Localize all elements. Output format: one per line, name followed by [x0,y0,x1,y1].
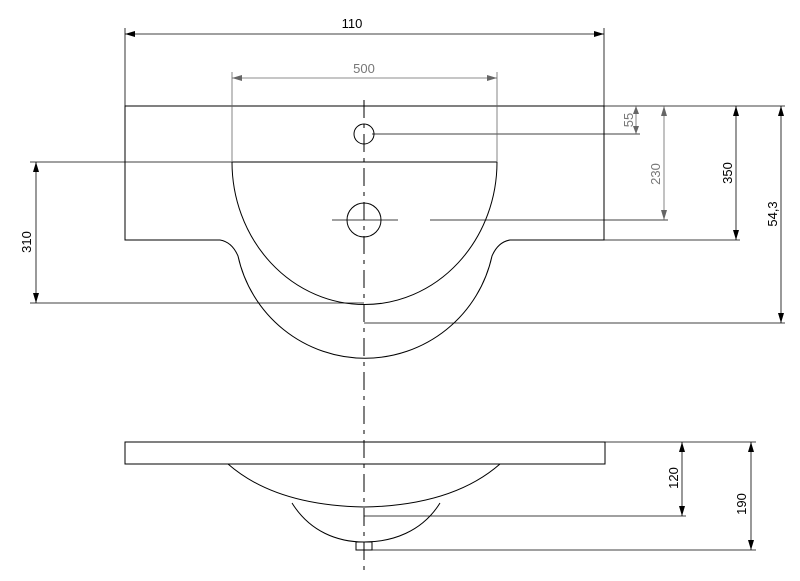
bowl-profile [227,463,501,508]
total-depth-label: 54,3 [765,201,780,226]
dim-basin-width: 500 [231,61,498,162]
dim-total-depth: 54,3 [765,106,784,323]
dim-bowl-depth: 310 [19,162,39,303]
top-view [30,105,785,359]
bowl-depth-label: 310 [19,231,34,253]
dim-overall-width: 110 [124,16,605,106]
dim-deck-depth: 350 [720,106,739,240]
dim-tap-offset: 55 [621,106,639,134]
bowl-height-label: 120 [666,467,681,489]
tap-offset-label: 55 [621,113,636,127]
dim-drain-offset: 230 [648,106,667,220]
drain-offset-label: 230 [648,163,663,185]
dim-bowl-height: 120 [666,442,685,516]
basin-outline [124,105,605,359]
total-height-label: 190 [734,493,749,515]
basin-width-label: 500 [353,61,375,76]
side-view [124,441,756,551]
overall-width-label: 110 [342,16,363,31]
drain-outlet [355,541,373,551]
deck-depth-label: 350 [720,162,735,184]
countertop-slab [124,441,606,465]
dim-total-height: 190 [734,442,754,550]
drain-bulge [291,502,441,543]
